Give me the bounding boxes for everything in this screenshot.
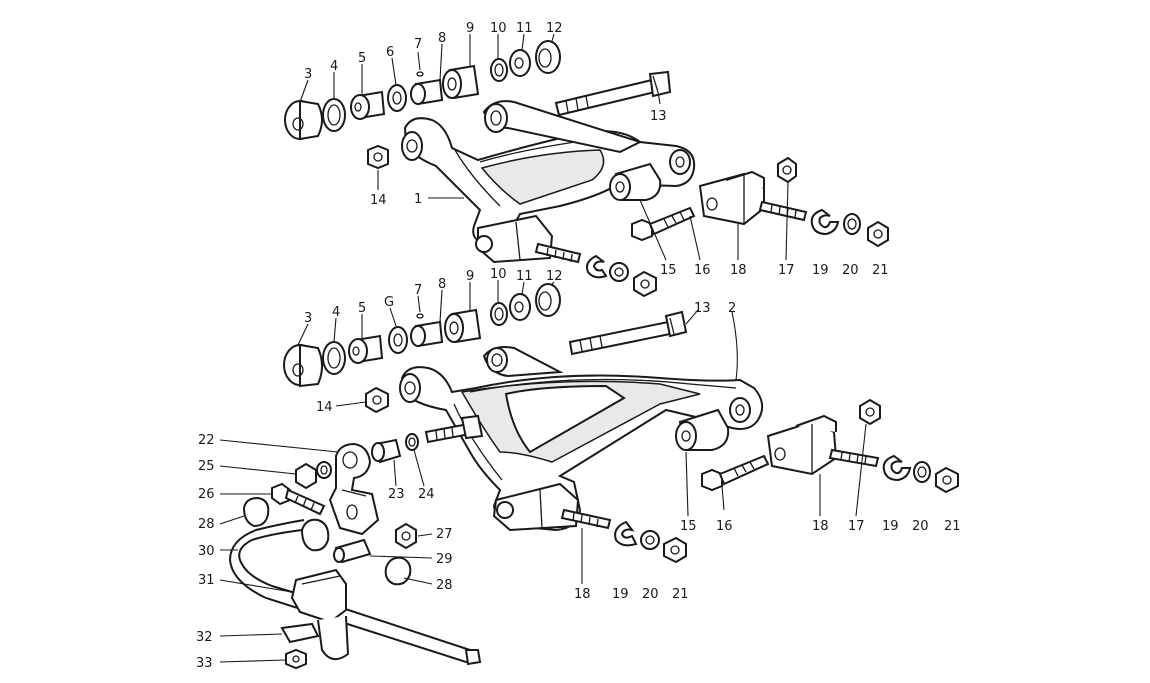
callout-lower-19-front: 19 bbox=[612, 587, 629, 602]
upper-bushing-stack bbox=[284, 40, 561, 141]
callout-upper-10: 10 bbox=[490, 21, 507, 36]
callout-lower-16: 16 bbox=[716, 519, 733, 534]
callout-upper-15: 15 bbox=[660, 263, 677, 278]
link-nut-25 bbox=[295, 461, 332, 490]
rubber-bush-28 bbox=[242, 496, 270, 528]
callout-lower-21-right: 21 bbox=[944, 519, 961, 534]
callout-upper-17: 17 bbox=[778, 263, 795, 278]
upper-short-bolt bbox=[631, 206, 696, 242]
callout-32: 32 bbox=[196, 630, 213, 645]
lower-wishbone-arm bbox=[399, 346, 764, 532]
callout-28-left: 28 bbox=[198, 517, 215, 532]
callout-upper-3: 3 bbox=[304, 67, 312, 82]
callout-upper-12: 12 bbox=[546, 21, 563, 36]
callout-lower-9: 9 bbox=[466, 269, 474, 284]
callout-lower-3: 3 bbox=[304, 311, 312, 326]
lower-short-bolt bbox=[701, 454, 770, 492]
callout-upper-13: 13 bbox=[650, 109, 667, 124]
callout-lower-5: 5 bbox=[358, 301, 366, 316]
link-bolt-26 bbox=[271, 482, 326, 516]
callout-upper-6: 6 bbox=[386, 45, 394, 60]
callout-lower-18-front: 18 bbox=[574, 587, 591, 602]
callout-lower-20-front: 20 bbox=[642, 587, 659, 602]
upper-wishbone-arm bbox=[401, 100, 696, 264]
callout-lower-14: 14 bbox=[316, 400, 333, 415]
callout-lower-12: 12 bbox=[546, 269, 563, 284]
callout-lower-8: 8 bbox=[438, 277, 446, 292]
callout-26: 26 bbox=[198, 487, 215, 502]
callout-lower-4: 4 bbox=[332, 305, 340, 320]
callout-lower-17: 17 bbox=[848, 519, 865, 534]
callout-lower-15: 15 bbox=[680, 519, 697, 534]
callout-lower-20-right: 20 bbox=[912, 519, 929, 534]
callout-31: 31 bbox=[198, 573, 215, 588]
sleeve-29 bbox=[333, 538, 372, 564]
callout-lower-6: G bbox=[384, 295, 394, 310]
upper-nut bbox=[367, 144, 389, 170]
callout-upper-16: 16 bbox=[694, 263, 711, 278]
upper-adjuster-clevis bbox=[698, 170, 808, 226]
callout-30: 30 bbox=[198, 544, 215, 559]
upper-wishbone-assembly bbox=[284, 40, 889, 298]
callout-upper-21: 21 bbox=[872, 263, 889, 278]
callout-29: 29 bbox=[436, 552, 453, 567]
callout-upper-9: 9 bbox=[466, 21, 474, 36]
callout-lower-19-right: 19 bbox=[882, 519, 899, 534]
lower-adjuster-clevis bbox=[766, 414, 880, 476]
callout-upper-18: 18 bbox=[730, 263, 747, 278]
callout-upper-4: 4 bbox=[330, 59, 338, 74]
callout-upper-20: 20 bbox=[842, 263, 859, 278]
drop-link bbox=[328, 442, 380, 536]
callout-24: 24 bbox=[418, 487, 435, 502]
callout-upper-1: 1 bbox=[414, 192, 422, 207]
callout-33: 33 bbox=[196, 656, 213, 671]
sway-bar bbox=[228, 518, 482, 666]
upper-washers bbox=[810, 208, 889, 248]
bar-mount-bracket bbox=[280, 568, 350, 670]
lower-long-bolt bbox=[568, 310, 688, 356]
upper-front-washers bbox=[586, 254, 657, 298]
bush-28-lower bbox=[384, 556, 412, 586]
callout-lower-21-front: 21 bbox=[672, 587, 689, 602]
callout-28-right: 28 bbox=[436, 578, 453, 593]
callout-22: 22 bbox=[198, 433, 215, 448]
lower-wishbone-assembly bbox=[283, 283, 959, 564]
leader-lines bbox=[219, 33, 867, 663]
callout-upper-11: 11 bbox=[516, 21, 533, 36]
callout-lower-7: 7 bbox=[414, 283, 422, 298]
callout-25: 25 bbox=[198, 459, 215, 474]
nut-27 bbox=[395, 522, 417, 550]
lower-nut-14 bbox=[365, 386, 389, 414]
callout-lower-18-right: 18 bbox=[812, 519, 829, 534]
lower-nut-17 bbox=[859, 398, 881, 426]
lower-washers-right bbox=[882, 454, 959, 494]
anti-roll-bar-assembly bbox=[228, 433, 482, 670]
callout-upper-19: 19 bbox=[812, 263, 829, 278]
upper-long-bolt bbox=[554, 70, 672, 117]
lower-washers-front bbox=[614, 520, 687, 564]
callout-lower-2: 2 bbox=[728, 301, 736, 316]
lower-bushing-stack bbox=[283, 283, 561, 388]
link-bushing-23 bbox=[371, 433, 419, 464]
callout-27: 27 bbox=[436, 527, 453, 542]
callout-lower-10: 10 bbox=[490, 267, 507, 282]
upper-nut-17 bbox=[777, 156, 797, 184]
callout-23: 23 bbox=[388, 487, 405, 502]
callout-upper-14: 14 bbox=[370, 193, 387, 208]
callout-upper-7: 7 bbox=[414, 37, 422, 52]
callout-labels: 3 4 5 6 7 8 9 10 11 12 13 14 1 15 16 18 … bbox=[196, 21, 961, 671]
callout-lower-11: 11 bbox=[516, 269, 533, 284]
callout-upper-8: 8 bbox=[438, 31, 446, 46]
callout-lower-13: 13 bbox=[694, 301, 711, 316]
callout-upper-5: 5 bbox=[358, 51, 366, 66]
